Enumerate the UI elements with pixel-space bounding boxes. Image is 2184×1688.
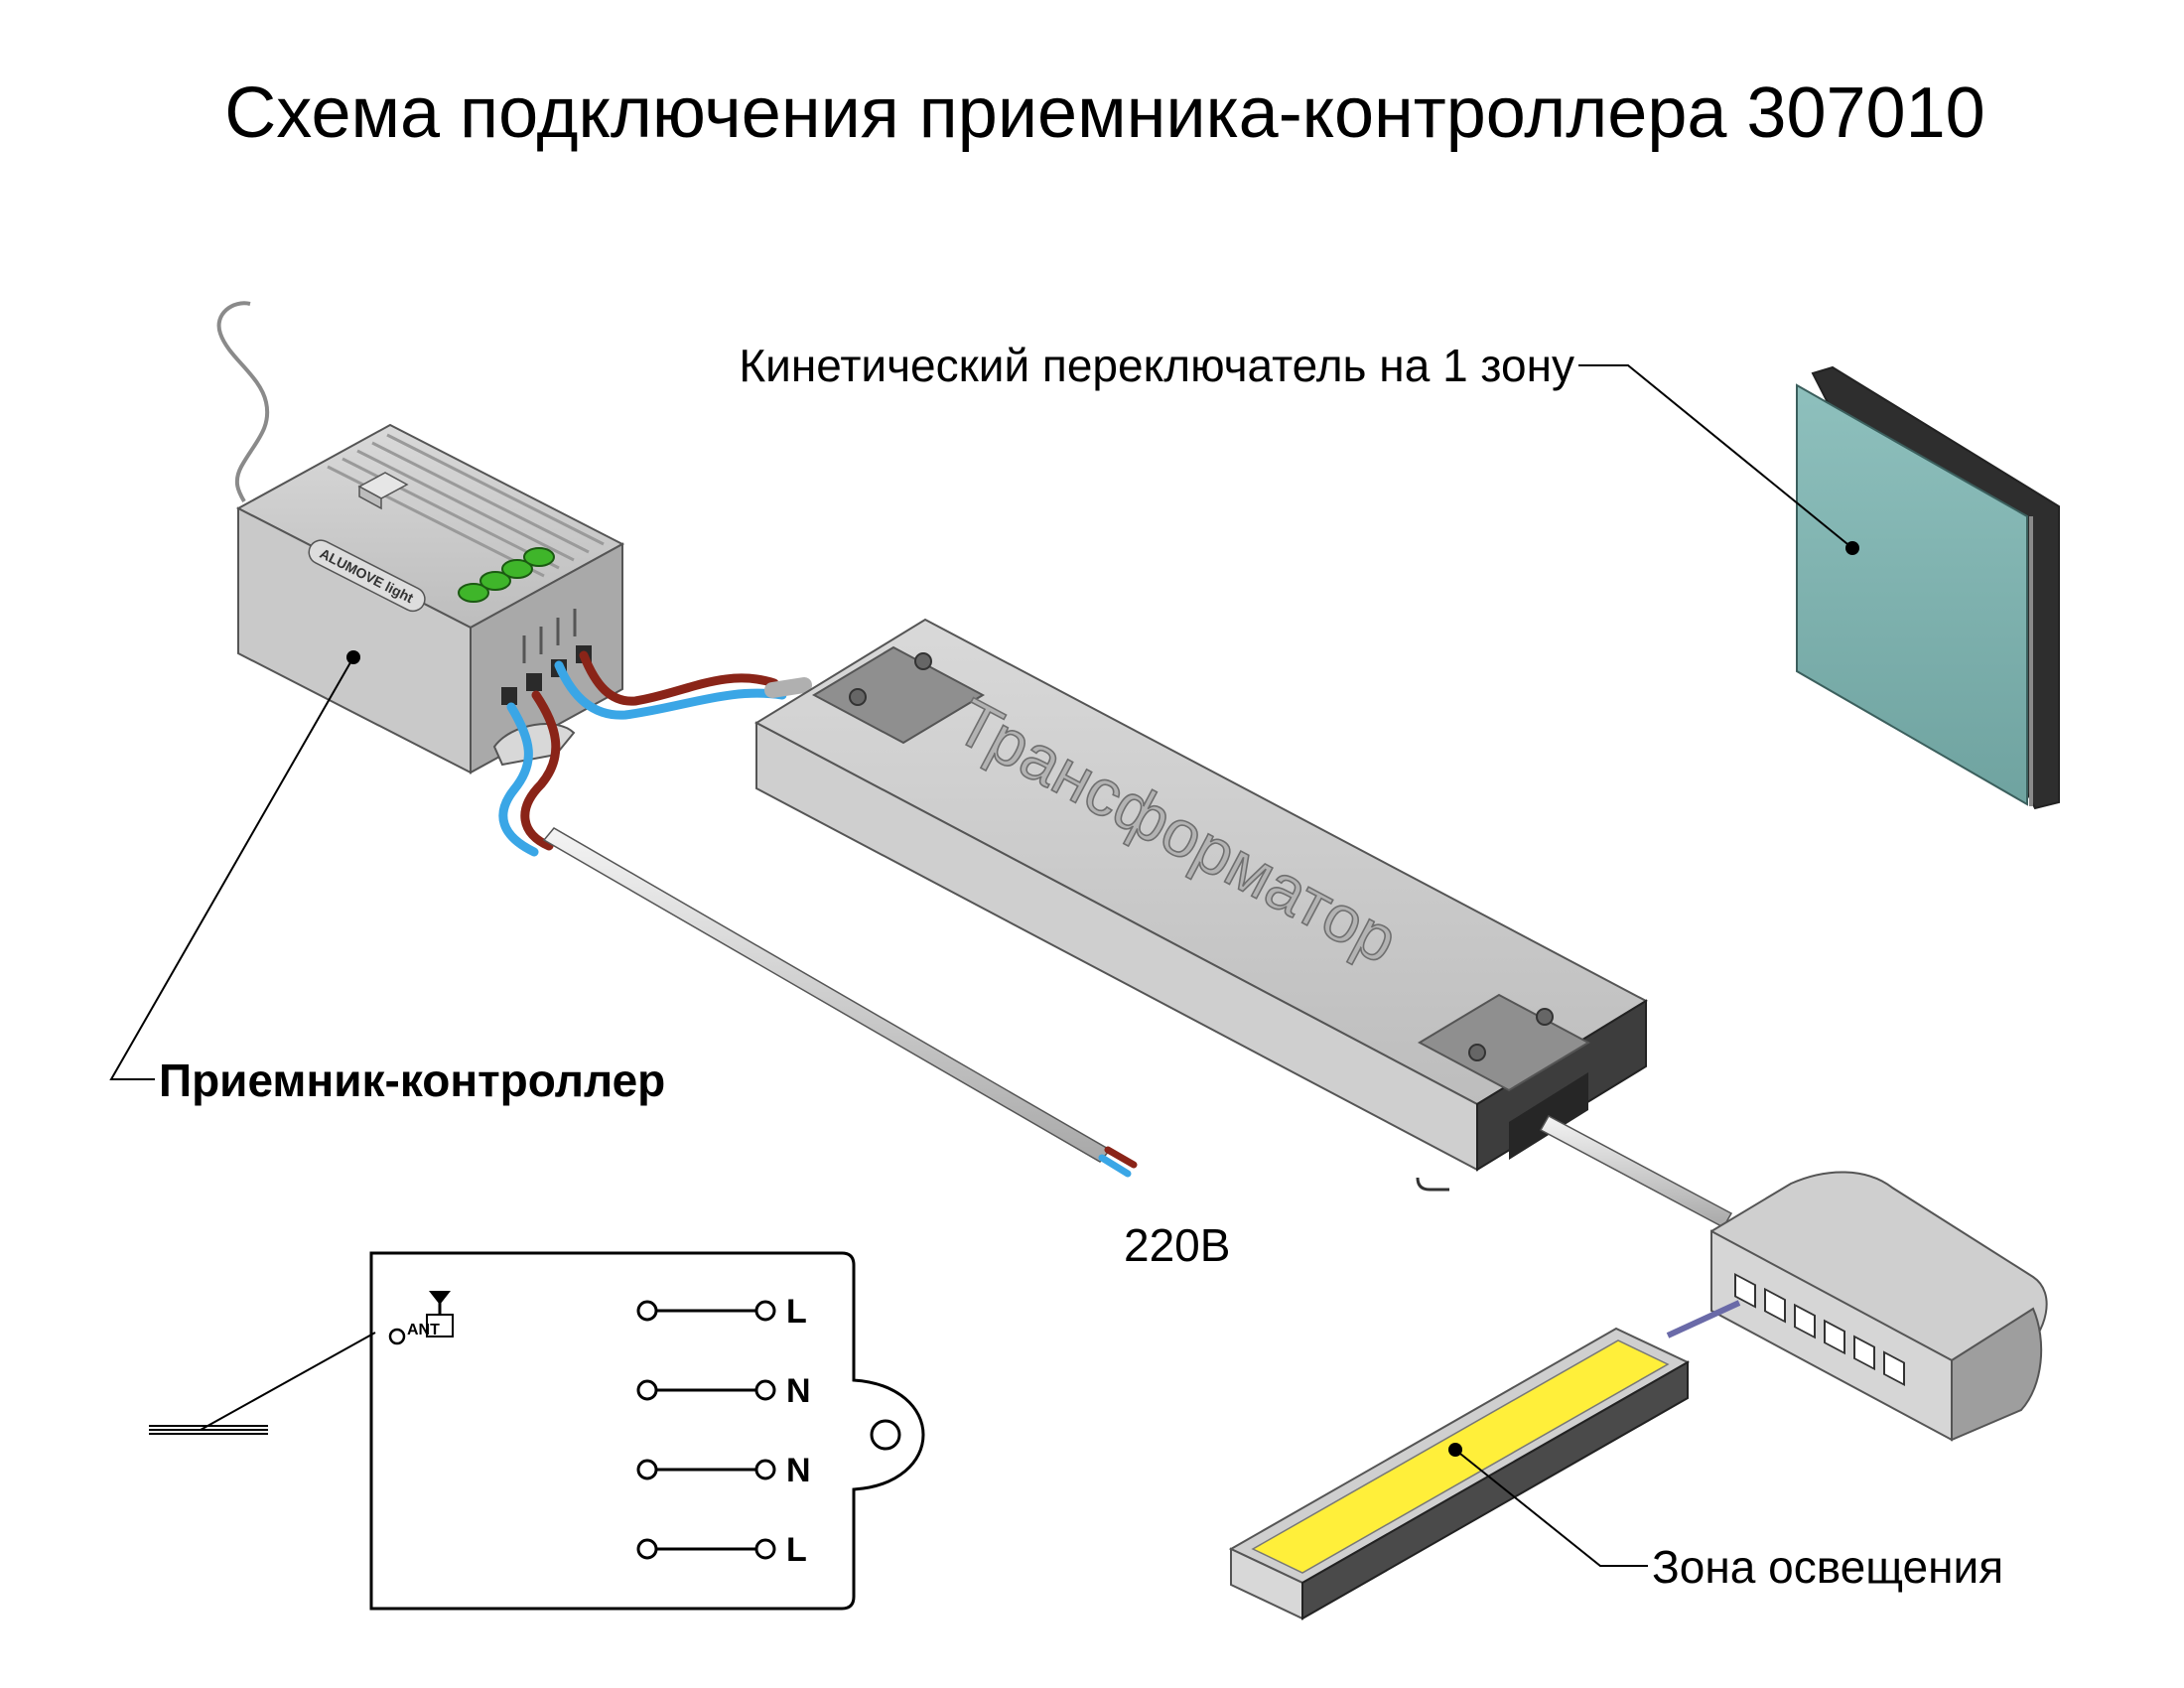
kinetic-switch <box>1796 365 2060 810</box>
terminal-label: N <box>786 1452 811 1489</box>
mount-hole <box>870 1419 901 1451</box>
terminal-row: N <box>636 1452 811 1489</box>
mains-label: 220В <box>1124 1219 1230 1271</box>
terminal-label: N <box>786 1372 811 1410</box>
leader-lines <box>109 364 1853 1567</box>
output-cable <box>1539 1114 1733 1229</box>
receiver-controller: ALUMOVE light <box>216 301 625 774</box>
antenna-wire <box>216 301 270 503</box>
transformer: Трансформатор <box>753 618 1733 1229</box>
receiver-label: Приемник-контроллер <box>159 1055 665 1106</box>
antenna-icon: ANT <box>388 1291 454 1345</box>
wires <box>498 650 812 857</box>
terminal-label: L <box>786 1531 807 1569</box>
terminal-row: L <box>636 1293 807 1331</box>
led-strip <box>1228 1327 1691 1620</box>
mount-tab-right <box>1417 993 1591 1092</box>
terminal-row: N <box>636 1372 811 1410</box>
antenna-terminal-label: ANT <box>407 1322 440 1338</box>
page-title: Схема подключения приемника-контроллера … <box>224 73 1984 153</box>
indicator-leds <box>458 547 555 603</box>
mount-tab-left <box>811 645 986 745</box>
terminal-diagram: ANT L N N L <box>149 1251 925 1611</box>
switch-label: Кинетический переключатель на 1 зону <box>739 340 1574 391</box>
lighting-zone-label: Зона освещения <box>1652 1541 2003 1593</box>
mains-cable <box>542 827 1138 1178</box>
terminal-row: L <box>636 1531 807 1569</box>
strip-cable <box>1666 1300 1741 1338</box>
terminal-label: L <box>786 1293 807 1331</box>
distributor-hub <box>1710 1171 2048 1442</box>
